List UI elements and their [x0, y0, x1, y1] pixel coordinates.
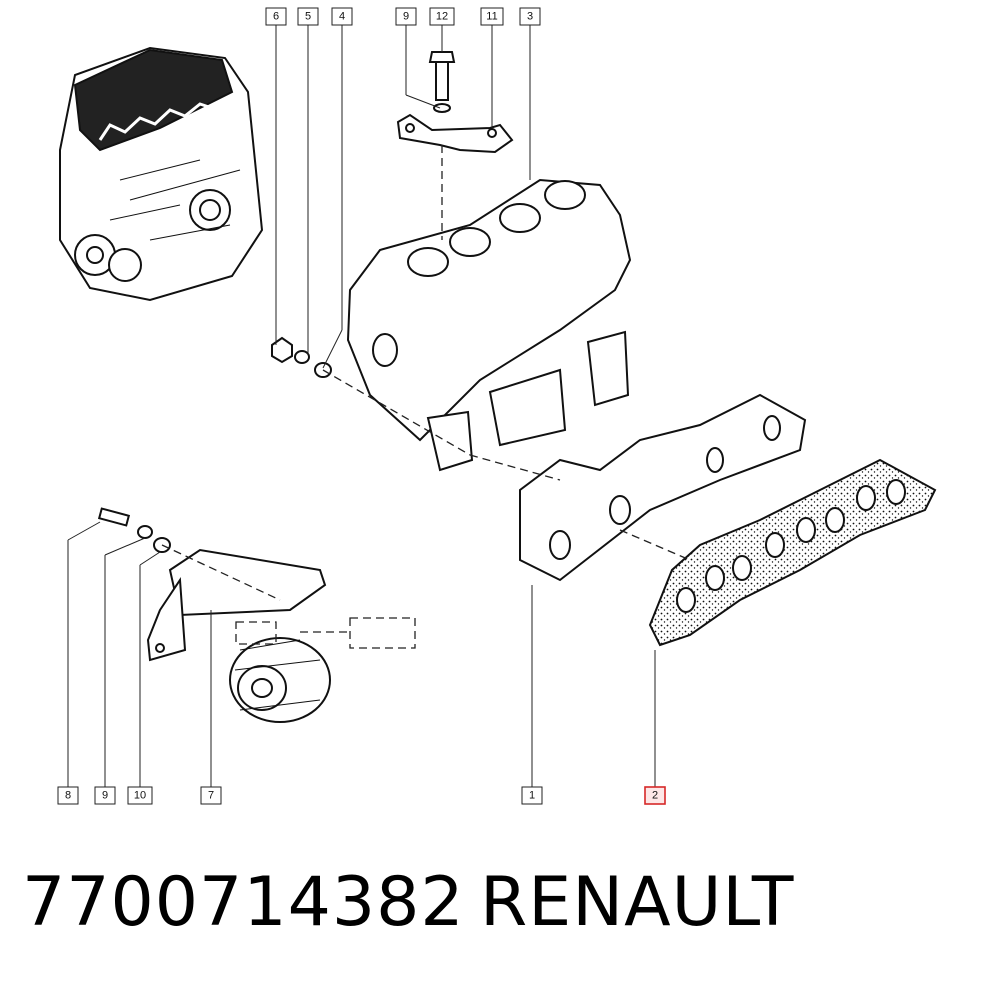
callout-8: 8	[57, 786, 79, 805]
callout-1: 1	[521, 786, 543, 805]
assembly-lines	[161, 145, 691, 649]
callout-11: 11	[480, 7, 504, 26]
brand-name: RENAULT	[480, 863, 795, 942]
callout-7: 7	[200, 786, 222, 805]
callout-2-highlighted[interactable]: 2	[644, 786, 666, 805]
pulley-housing	[229, 637, 331, 723]
manifold-bracket	[396, 51, 514, 154]
callout-5: 5	[297, 7, 319, 26]
callout-label: 7	[208, 790, 214, 802]
exhaust-manifold	[519, 393, 807, 582]
callout-label: 9	[102, 790, 108, 802]
callout-9-bottom: 9	[94, 786, 116, 805]
engine-overview-illustration	[59, 46, 264, 302]
callout-label: 12	[436, 11, 448, 23]
callout-label: 9	[403, 11, 409, 23]
callout-3: 3	[519, 7, 541, 26]
leader-lines	[67, 25, 656, 787]
callout-4: 4	[331, 7, 353, 26]
heat-shield-bracket	[146, 548, 327, 662]
callout-10: 10	[127, 786, 153, 805]
callout-label: 1	[529, 790, 535, 802]
callout-label: 2	[652, 790, 658, 802]
callout-label: 11	[486, 11, 497, 23]
callout-label: 6	[273, 11, 279, 23]
callout-label: 4	[339, 11, 345, 23]
fasteners	[97, 336, 332, 553]
callout-label: 10	[134, 790, 146, 802]
exhaust-manifold-gasket	[648, 458, 937, 647]
callout-12: 12	[429, 7, 455, 26]
intake-manifold	[346, 178, 632, 472]
callout-label: 8	[65, 790, 71, 802]
callout-label: 5	[305, 11, 311, 23]
callout-6: 6	[265, 7, 287, 26]
part-number: 7700714382	[22, 863, 465, 942]
callout-label: 3	[527, 11, 533, 23]
callout-9-top: 9	[395, 7, 417, 26]
